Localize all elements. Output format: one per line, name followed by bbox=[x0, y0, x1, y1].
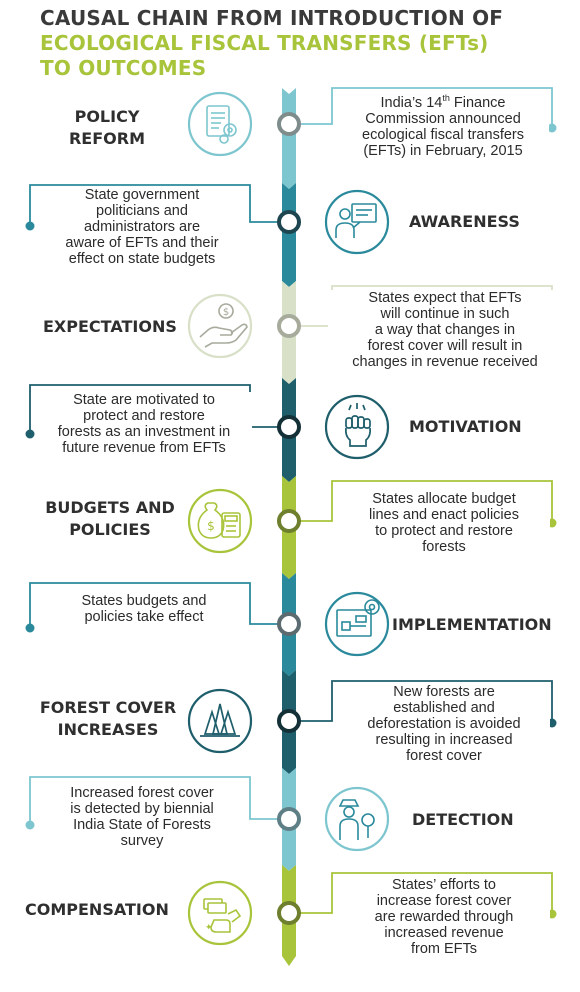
icon-circle-expectations bbox=[187, 293, 253, 359]
step-label-policy-reform: POLICY REFORM bbox=[68, 107, 146, 148]
presenter-screen-icon bbox=[335, 203, 377, 238]
step-description-policy-reform: India’s 14th Finance Commission announce… bbox=[337, 90, 549, 159]
endpoint-dot bbox=[25, 820, 35, 830]
step-description-expectations: States expect that EFTs will continue in… bbox=[328, 290, 562, 370]
step-description-awareness: State government politicians and adminis… bbox=[36, 187, 248, 267]
step-description-compensation: States’ efforts to increase forest cover… bbox=[338, 877, 550, 957]
step-label-budgets-and-policies: BUDGETS AND POLICIES bbox=[45, 498, 175, 539]
money-bag-calculator-icon: $ bbox=[197, 502, 241, 539]
step-description-forest-cover-increases: New forests are established and deforest… bbox=[338, 684, 550, 764]
step-label-detection: DETECTION bbox=[412, 810, 514, 829]
inspector-magnifier-icon bbox=[338, 799, 375, 840]
icon-circle-implementation bbox=[324, 591, 390, 657]
description-part: Finance Commission announced ecological … bbox=[362, 94, 524, 159]
node-policy-reform bbox=[277, 112, 301, 136]
svg-text:$: $ bbox=[207, 519, 215, 533]
node-budgets bbox=[277, 509, 301, 533]
forest-trees-icon bbox=[200, 703, 240, 737]
infographic-title: CAUSAL CHAIN FROM INTRODUCTION OF ECOLOG… bbox=[40, 6, 503, 81]
title-line-1: CAUSAL CHAIN FROM INTRODUCTION OF bbox=[40, 6, 504, 30]
node-compensation bbox=[277, 901, 301, 925]
connector-forest-cover bbox=[296, 680, 553, 722]
title-line-2: ECOLOGICAL FISCAL TRANSFERS (EFTs) bbox=[40, 31, 489, 55]
step-label-compensation: COMPENSATION bbox=[25, 900, 169, 919]
step-description-detection: Increased forest cover is detected by bi… bbox=[36, 785, 248, 849]
connector-policy-reform bbox=[296, 87, 553, 126]
raised-fist-icon bbox=[344, 403, 372, 447]
step-description-motivation: State are motivated to protect and resto… bbox=[36, 392, 252, 456]
endpoint-dot bbox=[547, 123, 557, 133]
svg-text:✦: ✦ bbox=[205, 923, 213, 933]
node-awareness bbox=[277, 210, 301, 234]
icon-circle-policy-reform bbox=[187, 91, 253, 157]
step-description-implementation: States budgets and policies take effect bbox=[40, 593, 248, 625]
hand-coin-icon: $ bbox=[199, 303, 248, 348]
step-label-forest-cover-increases: FOREST COVER INCREASES bbox=[39, 698, 177, 739]
spine-segment-awareness bbox=[282, 183, 296, 287]
step-label-motivation: MOTIVATION bbox=[409, 417, 522, 436]
connector-implementation bbox=[29, 582, 282, 626]
spine-nodes bbox=[277, 112, 301, 925]
step-description-budgets-and-policies: States allocate budget lines and enact p… bbox=[338, 491, 550, 555]
blueprint-gear-icon bbox=[336, 599, 380, 637]
connector-awareness bbox=[29, 184, 282, 224]
step-label-implementation: IMPLEMENTATION bbox=[392, 615, 552, 634]
title-line-3: TO OUTCOMES bbox=[40, 56, 207, 80]
node-expectations bbox=[277, 314, 301, 338]
connector-motivation bbox=[29, 384, 282, 433]
node-detection bbox=[277, 807, 301, 831]
connector-detection bbox=[29, 776, 282, 823]
endpoint-dot bbox=[25, 221, 35, 231]
endpoint-dot bbox=[25, 623, 35, 633]
policy-document-gears-icon bbox=[206, 105, 237, 144]
connector-compensation bbox=[296, 872, 553, 914]
node-motivation bbox=[277, 415, 301, 439]
step-label-awareness: AWARENESS bbox=[409, 212, 520, 231]
description-part: India’s 14 bbox=[380, 94, 443, 111]
step-label-expectations: EXPECTATIONS bbox=[43, 317, 177, 336]
connector-budgets bbox=[296, 480, 553, 522]
icon-circle-detection bbox=[324, 786, 390, 852]
node-implementation bbox=[277, 612, 301, 636]
icon-circle-forest-cover bbox=[187, 688, 253, 754]
description-superscript: th bbox=[442, 93, 450, 103]
cash-hand-icon: ✦ bbox=[203, 898, 242, 933]
svg-text:$: $ bbox=[223, 307, 229, 318]
node-forest-cover bbox=[277, 709, 301, 733]
spine-segment-policy-reform bbox=[282, 88, 296, 189]
connector-lines bbox=[29, 87, 553, 914]
endpoint-dot bbox=[25, 429, 35, 439]
